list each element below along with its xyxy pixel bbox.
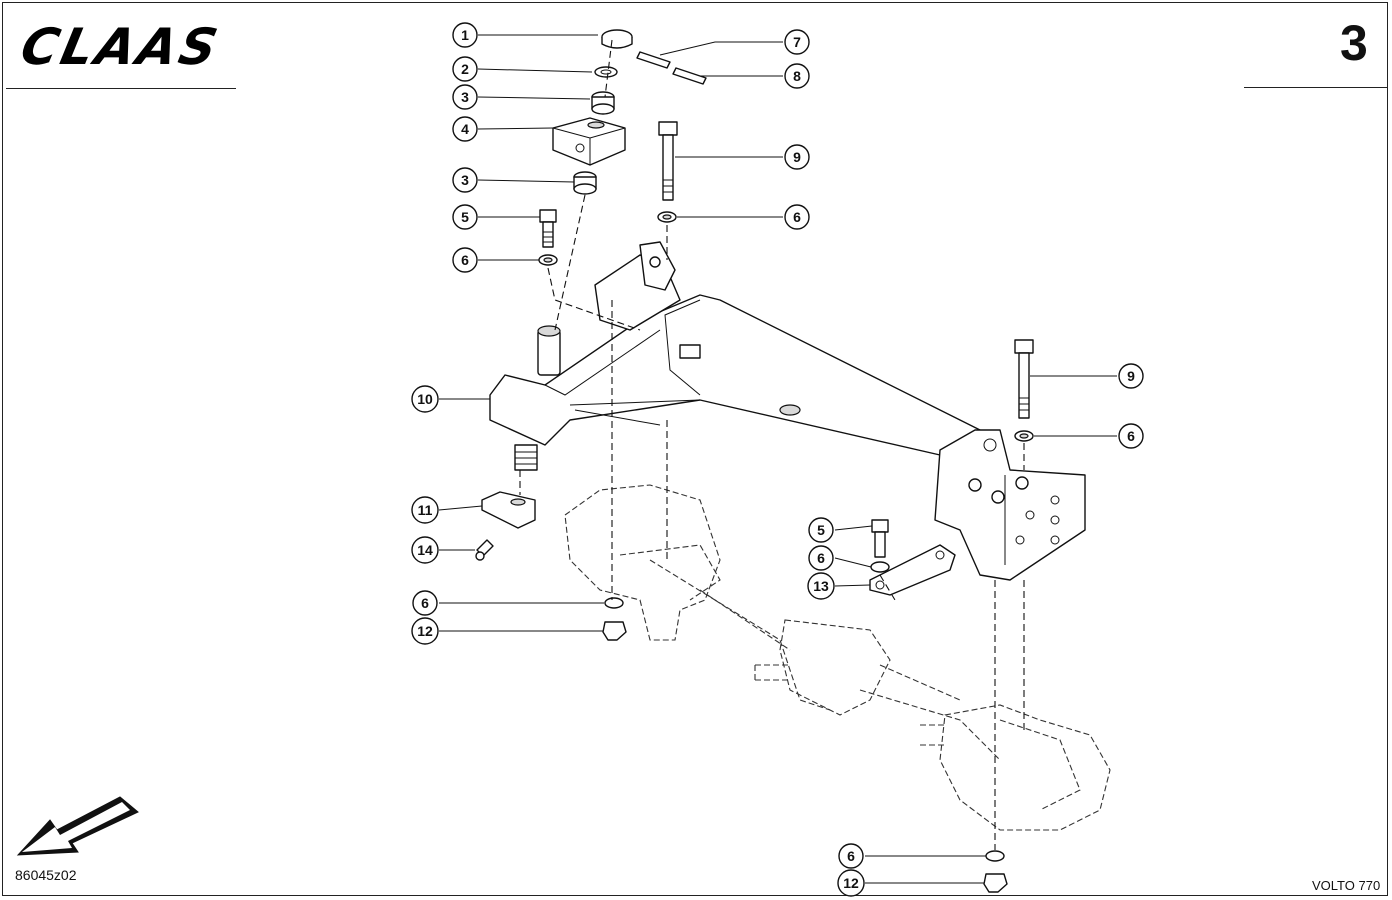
part-nut-12-left	[602, 621, 627, 641]
svg-text:6: 6	[461, 252, 469, 268]
pivot-spindle	[514, 325, 561, 471]
part-nut-12-bottom	[983, 873, 1008, 893]
part-washer-6-upper	[538, 254, 558, 266]
page-number: 3	[1340, 15, 1368, 71]
callout-6-mid: 6	[808, 545, 834, 571]
svg-text:5: 5	[817, 522, 825, 538]
callout-13: 13	[807, 572, 835, 600]
part-washer-6-lower-left	[604, 597, 624, 609]
part-bolt-5-lower	[871, 519, 889, 558]
svg-text:9: 9	[1127, 368, 1135, 384]
svg-text:2: 2	[461, 61, 469, 77]
part-shim-plate-13	[869, 544, 956, 596]
callout-8: 8	[784, 63, 810, 89]
svg-text:6: 6	[847, 848, 855, 864]
part-washer-6-mid	[870, 561, 890, 573]
part-washer-6-bottom	[985, 850, 1005, 862]
callout-3-upper: 3	[452, 84, 478, 110]
part-bushing-lower	[573, 171, 597, 195]
model-name: VOLTO 770	[1312, 878, 1381, 893]
callout-9-right: 9	[1118, 363, 1144, 389]
part-washer-small	[594, 66, 618, 78]
brand-underline	[6, 88, 236, 89]
svg-text:6: 6	[817, 550, 825, 566]
part-washer-6-right	[1014, 430, 1034, 442]
drawing-id: 86045z02	[15, 867, 77, 883]
callout-10: 10	[411, 385, 439, 413]
callout-7: 7	[784, 29, 810, 55]
part-block	[552, 117, 626, 166]
callout-5-lower: 5	[808, 517, 834, 543]
part-bolt-5-upper	[539, 209, 557, 248]
svg-text:5: 5	[461, 209, 469, 225]
svg-text:12: 12	[417, 623, 433, 639]
part-grease-nipple-14	[475, 539, 494, 561]
assembly-axes	[519, 39, 1025, 850]
callout-6-right: 6	[1118, 423, 1144, 449]
callout-4: 4	[452, 116, 478, 142]
callout-11: 11	[411, 496, 439, 524]
svg-text:8: 8	[793, 68, 801, 84]
svg-text:10: 10	[417, 391, 433, 407]
part-wedge-11	[481, 491, 536, 529]
svg-text:7: 7	[793, 34, 801, 50]
svg-text:1: 1	[461, 27, 469, 43]
part-bushing-upper	[591, 91, 615, 115]
callout-5-upper: 5	[452, 204, 478, 230]
svg-text:14: 14	[417, 542, 433, 558]
svg-text:3: 3	[461, 89, 469, 105]
callout-6-upper-right: 6	[784, 204, 810, 230]
callout-6-bottom: 6	[838, 843, 864, 869]
main-a-frame	[489, 241, 1086, 581]
callout-3-lower: 3	[452, 167, 478, 193]
callout-12-left: 12	[411, 617, 439, 645]
svg-text:3: 3	[461, 172, 469, 188]
part-pin-8	[672, 67, 707, 85]
callout-1: 1	[452, 22, 478, 48]
callout-14: 14	[411, 536, 439, 564]
part-bushing-top	[601, 29, 633, 49]
svg-text:6: 6	[421, 595, 429, 611]
svg-text:6: 6	[793, 209, 801, 225]
part-pin-7	[636, 51, 671, 69]
callout-2: 2	[452, 56, 478, 82]
callout-12-bottom: 12	[837, 869, 865, 897]
svg-text:4: 4	[461, 121, 469, 137]
callout-6-lower-left: 6	[412, 590, 438, 616]
callout-9-upper: 9	[784, 144, 810, 170]
ghost-gearbox-assembly	[564, 484, 1111, 831]
part-washer-6-bolt9	[657, 211, 677, 223]
page-number-underline	[1244, 87, 1388, 88]
callout-6-upper-left: 6	[452, 247, 478, 273]
svg-text:13: 13	[813, 578, 829, 594]
svg-text:9: 9	[793, 149, 801, 165]
part-bolt-9-upper	[658, 121, 678, 201]
svg-text:11: 11	[418, 502, 433, 518]
leader-lines	[438, 34, 1117, 884]
svg-text:6: 6	[1127, 428, 1135, 444]
part-bolt-9-right	[1014, 339, 1034, 419]
svg-text:12: 12	[843, 875, 859, 891]
direction-arrow-icon	[16, 796, 139, 856]
